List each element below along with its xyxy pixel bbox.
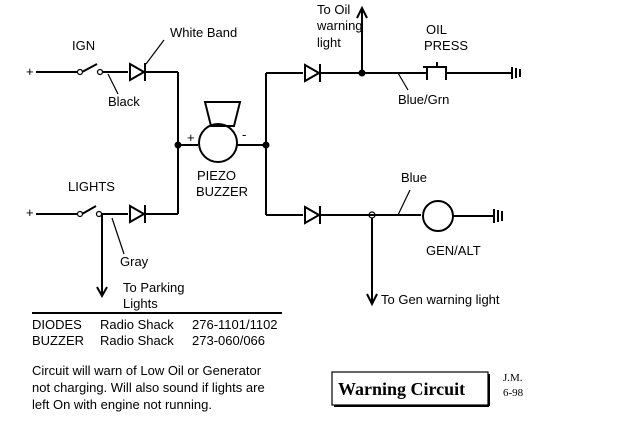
- to-parking-label-2: Lights: [123, 296, 158, 311]
- parking-lights-arrow: [96, 286, 108, 299]
- ign-switch-contact-right: [96, 68, 104, 76]
- white-band-label: White Band: [170, 25, 237, 40]
- buzzer-minus-label: -: [242, 127, 246, 142]
- to-gen-label: To Gen warning light: [381, 292, 500, 307]
- parts-row-2-vendor: Radio Shack: [100, 333, 174, 348]
- parts-row-2-number: 273-060/066: [192, 333, 265, 348]
- to-oil-label-2: warning: [316, 18, 363, 33]
- buzzer-label: BUZZER: [196, 184, 248, 199]
- piezo-buzzer: [198, 123, 238, 163]
- lights-diode: [129, 204, 147, 224]
- lights-label: LIGHTS: [68, 179, 115, 194]
- ign-switch-contact-left: [76, 68, 84, 76]
- blue-leader: [397, 189, 411, 216]
- ign-plus-sign: +: [26, 64, 34, 79]
- oil-label: OIL: [426, 22, 447, 37]
- to-parking-label-1: To Parking: [123, 280, 184, 295]
- to-oil-label-3: light: [317, 35, 341, 50]
- blue-label: Blue: [401, 170, 427, 185]
- ign-diode: [129, 62, 147, 82]
- gray-label-leader: [111, 217, 125, 255]
- note-line-1: Circuit will warn of Low Oil or Generato…: [32, 363, 262, 378]
- blue-grn-leader: [397, 72, 409, 91]
- ign-label: IGN: [72, 38, 95, 53]
- title: Warning Circuit: [338, 379, 465, 399]
- gen-diode: [304, 205, 322, 225]
- parts-row-1-number: 276-1101/1102: [192, 317, 278, 332]
- gen-warning-arrow: [366, 293, 378, 307]
- oil-diode: [304, 63, 322, 83]
- parts-row-2-part: BUZZER: [32, 333, 84, 348]
- press-label: PRESS: [424, 38, 468, 53]
- black-label: Black: [108, 94, 140, 109]
- lights-switch-contact-right: [95, 210, 103, 218]
- oil-warning-arrow: [356, 5, 368, 19]
- lights-plus-sign: +: [26, 205, 34, 220]
- initials: J.M.: [503, 372, 523, 384]
- gray-label: Gray: [120, 254, 149, 269]
- buzzer-horn: [203, 101, 242, 127]
- date: 6-98: [503, 387, 524, 399]
- note-line-2: not charging. Will also sound if lights …: [32, 380, 265, 395]
- blue-grn-label: Blue/Grn: [398, 92, 449, 107]
- piezo-label: PIEZO: [197, 168, 236, 183]
- to-oil-label-1: To Oil: [317, 2, 350, 17]
- gen-alt-lamp: [422, 200, 454, 232]
- white-band-leader: [145, 39, 165, 65]
- parts-row-1-part: DIODES: [32, 317, 82, 332]
- gen-alt-label: GEN/ALT: [426, 243, 481, 258]
- buzzer-plus-label: +: [187, 130, 195, 145]
- black-label-leader: [107, 73, 119, 95]
- lights-switch-blade: [81, 205, 97, 215]
- lights-switch-contact-left: [76, 210, 84, 218]
- ign-switch-blade: [81, 63, 98, 73]
- parts-row-1-vendor: Radio Shack: [100, 317, 174, 332]
- note-line-3: left On with engine not running.: [32, 397, 212, 412]
